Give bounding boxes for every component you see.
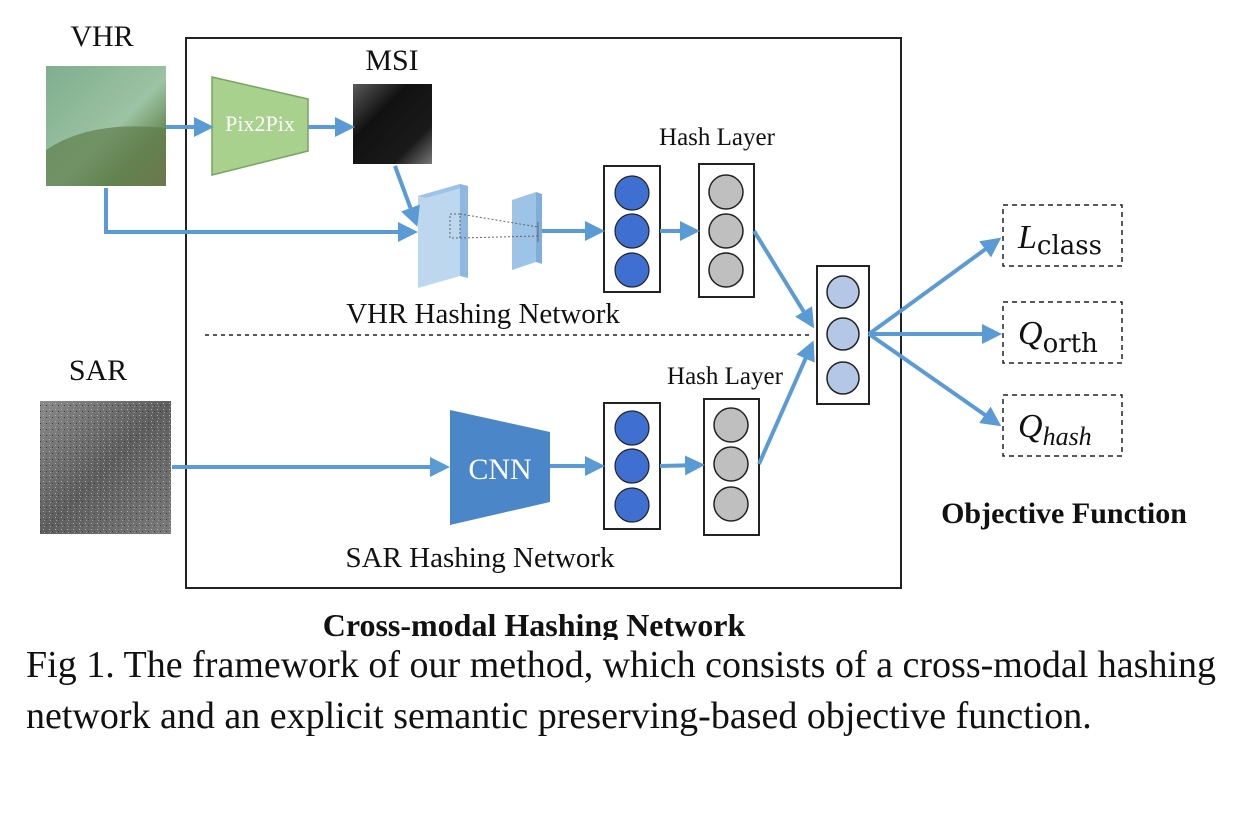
objective-q-hash: Qhash bbox=[1002, 394, 1123, 457]
svg-text:Qhash: Qhash bbox=[1018, 408, 1092, 451]
pix2pix-module bbox=[211, 76, 309, 176]
sar-image bbox=[40, 401, 171, 534]
objective-function-label: Objective Function bbox=[941, 497, 1187, 530]
q-hash-symbol: Q bbox=[1018, 408, 1043, 445]
cross-modal-network-label: Cross-modal Hashing Network bbox=[323, 607, 746, 640]
cnn-label: CNN bbox=[468, 453, 531, 486]
fused-hash-layer bbox=[816, 265, 870, 405]
sar-label: SAR bbox=[69, 354, 127, 387]
vhr-feature-layer bbox=[603, 165, 661, 293]
l-class-subscript: class bbox=[1037, 231, 1102, 261]
framework-diagram: VHR MSI SAR Pix2Pix CNN bbox=[40, 20, 1187, 640]
sar-hash-layer bbox=[703, 398, 760, 536]
q-hash-subscript: hash bbox=[1043, 422, 1092, 451]
receptive-field-lines bbox=[449, 213, 539, 242]
objective-q-orth: Qorth bbox=[1002, 301, 1123, 364]
cnn-module bbox=[450, 410, 550, 525]
flow-arrows bbox=[104, 117, 1002, 477]
svg-text:Lclass: Lclass bbox=[1017, 219, 1102, 261]
sar-feature-layer bbox=[603, 402, 661, 530]
pix2pix-label: Pix2Pix bbox=[225, 111, 295, 136]
vhr-conv-block-small bbox=[512, 192, 542, 270]
vhr-hashing-network-label: VHR Hashing Network bbox=[346, 298, 620, 330]
figure-caption: Fig 1. The framework of our method, whic… bbox=[26, 644, 1216, 737]
sar-hashing-network-label: SAR Hashing Network bbox=[345, 542, 615, 574]
vhr-image bbox=[46, 66, 166, 186]
q-orth-subscript: orth bbox=[1043, 329, 1099, 359]
hash-layer-label-top: Hash Layer bbox=[659, 124, 776, 151]
l-class-symbol: L bbox=[1017, 219, 1037, 256]
objective-l-class: Lclass bbox=[1002, 204, 1123, 267]
msi-label: MSI bbox=[365, 44, 418, 77]
msi-image bbox=[353, 84, 432, 164]
vhr-label: VHR bbox=[70, 20, 133, 53]
q-orth-symbol: Q bbox=[1018, 315, 1043, 352]
vhr-conv-block-large bbox=[418, 184, 468, 288]
vhr-hash-layer bbox=[698, 163, 755, 298]
svg-text:Qorth: Qorth bbox=[1018, 315, 1098, 359]
hash-layer-label-bottom: Hash Layer bbox=[667, 363, 784, 390]
